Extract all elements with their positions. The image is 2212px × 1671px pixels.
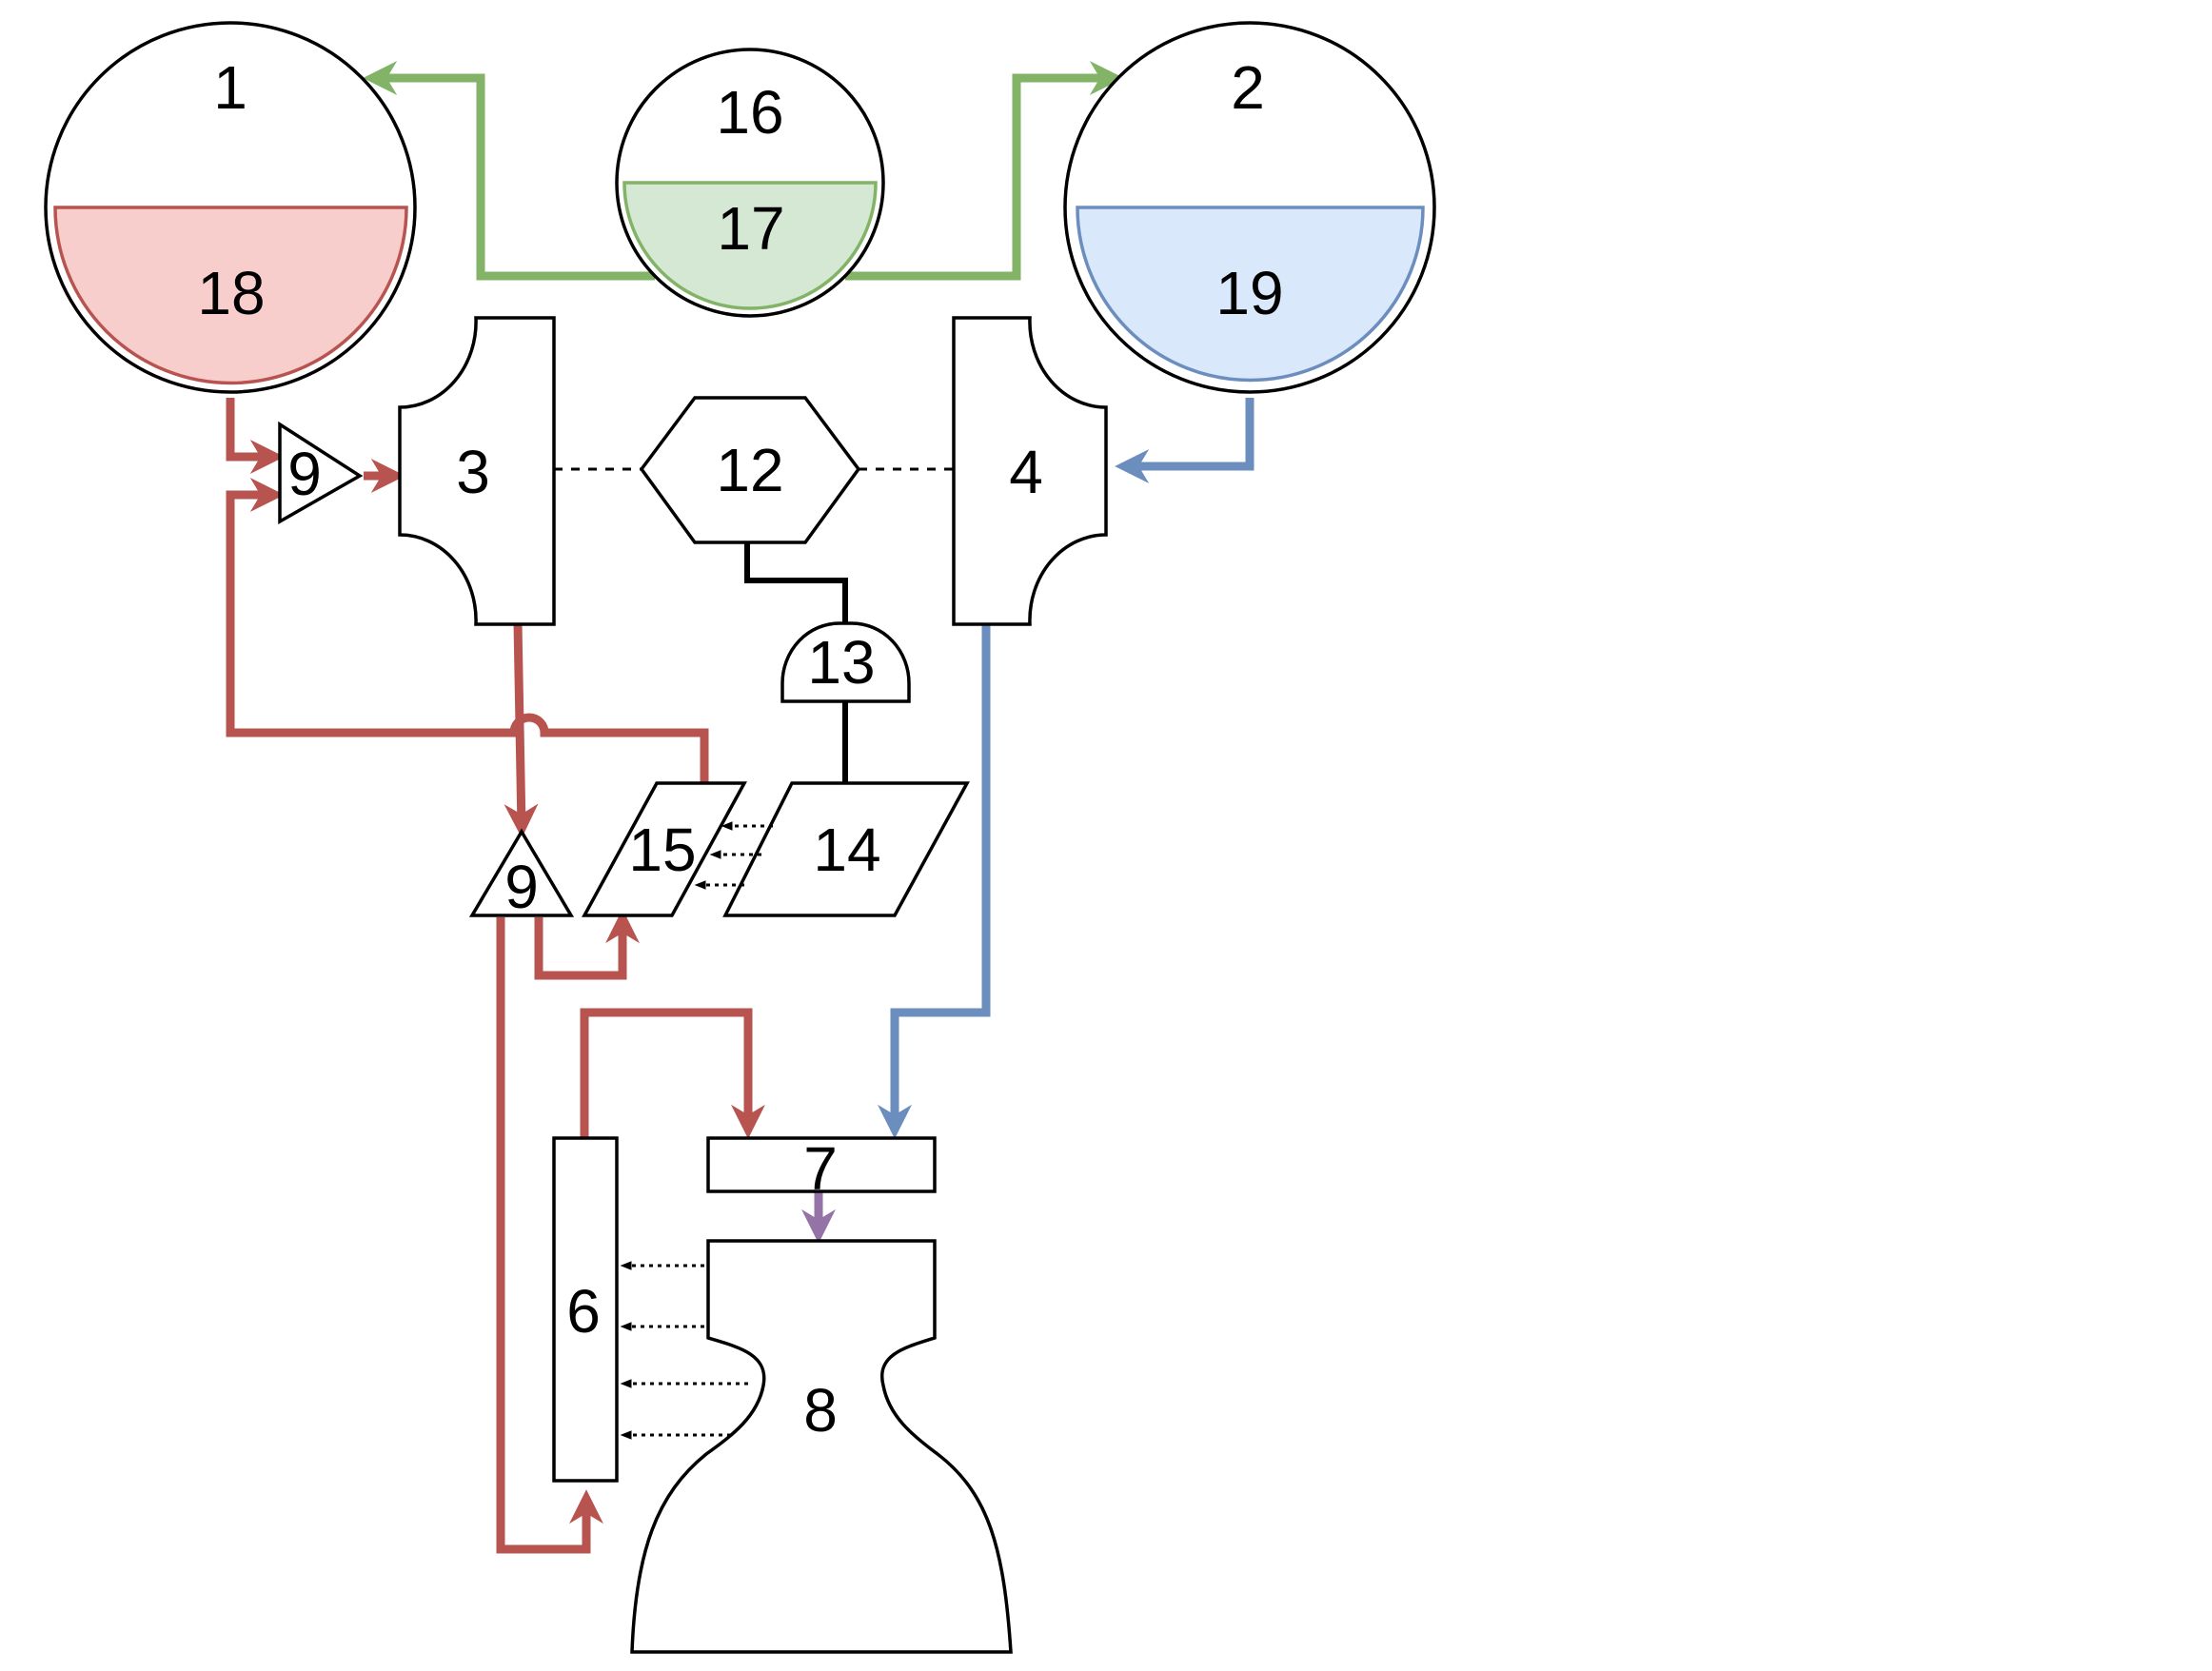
wire-12-to-13 [744, 542, 848, 623]
unit-14-label: 14 [813, 816, 880, 884]
unit-12-label: 12 [716, 436, 783, 504]
tank-2-label: 2 [1231, 53, 1265, 122]
tank-2: 2 19 [1063, 21, 1436, 394]
red-line-tank1-to-valve9 [226, 398, 285, 474]
tank-16-label: 16 [716, 78, 783, 147]
red-line-6-to-7 [580, 1008, 765, 1139]
unit-12: 12 [639, 396, 861, 544]
unit-6: 6 [552, 1136, 619, 1483]
red-line-valve9-to-15 [534, 909, 640, 980]
chamber-8: 8 [630, 1239, 1013, 1654]
valve-9-upper-label: 9 [287, 440, 322, 508]
unit-14: 14 [722, 781, 970, 917]
liquid-18-label: 18 [197, 259, 265, 327]
chamber-8-label: 8 [803, 1376, 838, 1445]
tank-1-label: 1 [213, 53, 247, 122]
red-lines [226, 398, 765, 1554]
unit-13: 13 [780, 621, 911, 703]
green-line-to-tank-2 [845, 61, 1124, 281]
valve-9-lower: 9 [468, 828, 575, 921]
blue-line-tank2-to-turbine4 [1115, 398, 1254, 483]
green-line-to-tank-1 [363, 61, 655, 281]
liquid-19-label: 19 [1215, 259, 1283, 327]
blue-line-turbine4-to-7 [878, 623, 991, 1139]
liquid-18 [53, 206, 408, 385]
unit-6-label: 6 [566, 1277, 601, 1346]
liquid-19 [1076, 206, 1425, 383]
unit-15-label: 15 [628, 816, 696, 884]
red-line-15-to-valve9-upper [226, 478, 709, 784]
injector-7: 7 [706, 1134, 937, 1203]
unit-13-label: 13 [807, 628, 875, 697]
dotted-arrows-8-to-6 [620, 1261, 748, 1440]
blue-lines [878, 398, 1254, 1139]
green-lines [363, 61, 1124, 281]
tank-16: 16 17 [615, 48, 885, 318]
turbine-4: 4 [952, 316, 1108, 626]
liquid-17 [622, 181, 878, 310]
unit-15: 15 [582, 781, 747, 917]
tank-1: 1 18 [44, 21, 417, 394]
turbine-4-label: 4 [1009, 438, 1043, 506]
red-line-turbine3-to-valve9-lower [504, 622, 539, 838]
turbine-3-label: 3 [456, 438, 490, 506]
valve-9-lower-label: 9 [504, 853, 539, 921]
valve-9-upper: 9 [278, 421, 364, 525]
injector-7-label: 7 [803, 1134, 838, 1203]
liquid-17-label: 17 [717, 194, 784, 263]
turbine-3: 3 [398, 316, 556, 626]
red-line-valve9-to-6 [496, 917, 603, 1554]
